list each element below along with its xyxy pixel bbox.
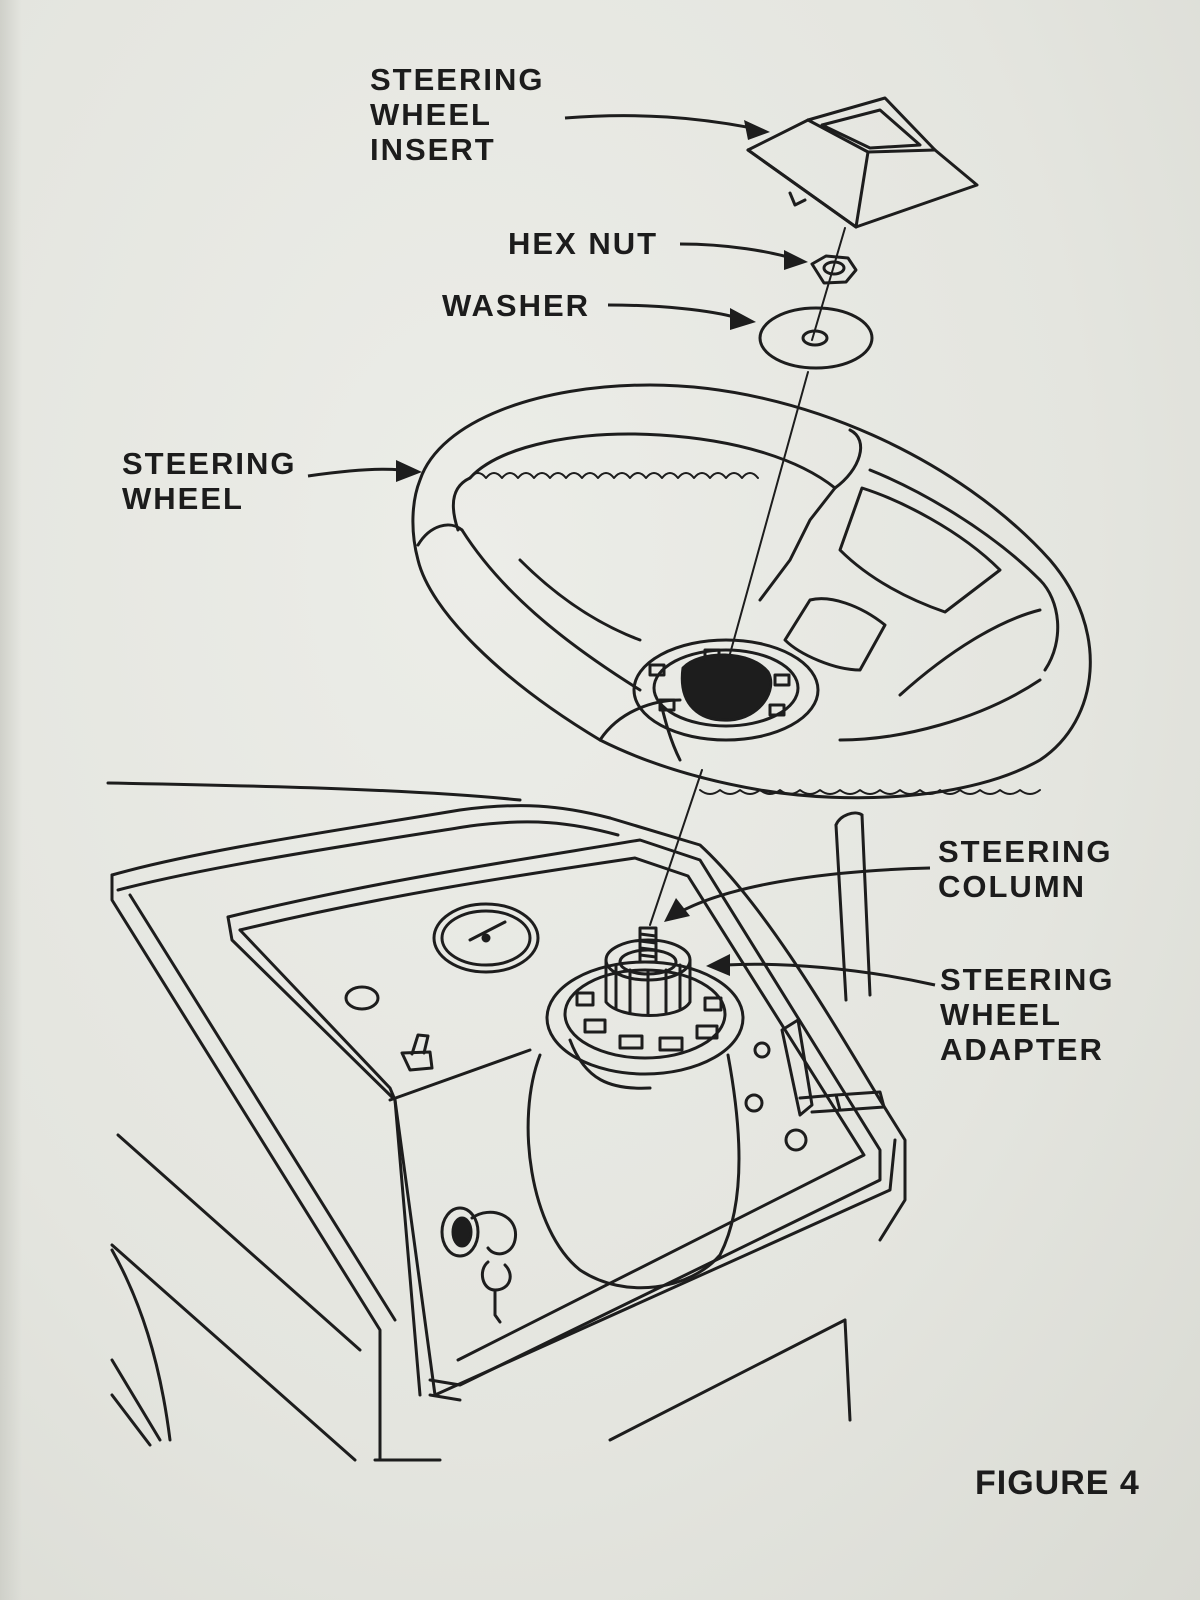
leader-hex-nut — [679, 242, 808, 270]
label-hex-nut: HEX NUT — [508, 226, 658, 261]
label-line: WHEEL — [370, 97, 492, 132]
figure-caption-text: FIGURE 4 — [975, 1464, 1140, 1502]
label-line: STEERING — [938, 834, 1113, 869]
gauge — [432, 902, 540, 974]
label-line: ADAPTER — [940, 1032, 1104, 1067]
leader-washer — [607, 303, 756, 330]
leader-steering-wheel — [307, 460, 422, 482]
label-line: INSERT — [370, 132, 496, 167]
label-line: STEERING — [940, 962, 1115, 997]
label-washer: WASHER — [442, 288, 590, 323]
figure-caption: FIGURE 4 — [975, 1466, 1140, 1501]
hex-nut — [810, 254, 858, 285]
label-line: WHEEL — [122, 481, 244, 516]
leader-steering-wheel-insert — [564, 114, 770, 140]
leader-steering-wheel-adapter — [706, 954, 936, 987]
leader-steering-column — [664, 866, 931, 922]
throttle-lever — [744, 1018, 886, 1152]
steering-column-shaft — [638, 926, 658, 964]
label-line: COLUMN — [938, 869, 1087, 904]
indicator-lamp — [344, 985, 380, 1011]
label-steering-wheel-adapter: STEERING WHEEL ADAPTER — [940, 962, 1114, 1067]
page-shadow-edge — [0, 0, 22, 1600]
label-steering-wheel-insert: STEERING WHEEL INSERT — [370, 62, 544, 167]
label-steering-wheel: STEERING WHEEL — [122, 446, 296, 516]
assembly-axis-line — [649, 227, 846, 926]
toggle-switch — [400, 1033, 434, 1072]
label-line: WASHER — [442, 288, 591, 323]
steering-wheel-adapter — [604, 938, 692, 1017]
label-line: HEX NUT — [508, 226, 659, 261]
ignition-switch — [440, 1206, 517, 1324]
steering-wheel-insert — [746, 96, 979, 229]
dash-console — [106, 781, 907, 1462]
steering-wheel — [411, 383, 1092, 800]
washer — [758, 306, 874, 370]
label-line: STEERING — [370, 62, 545, 97]
steering-column-housing — [526, 960, 745, 1290]
label-steering-column: STEERING COLUMN — [938, 834, 1112, 904]
label-line: WHEEL — [940, 997, 1062, 1032]
label-line: STEERING — [122, 446, 297, 481]
